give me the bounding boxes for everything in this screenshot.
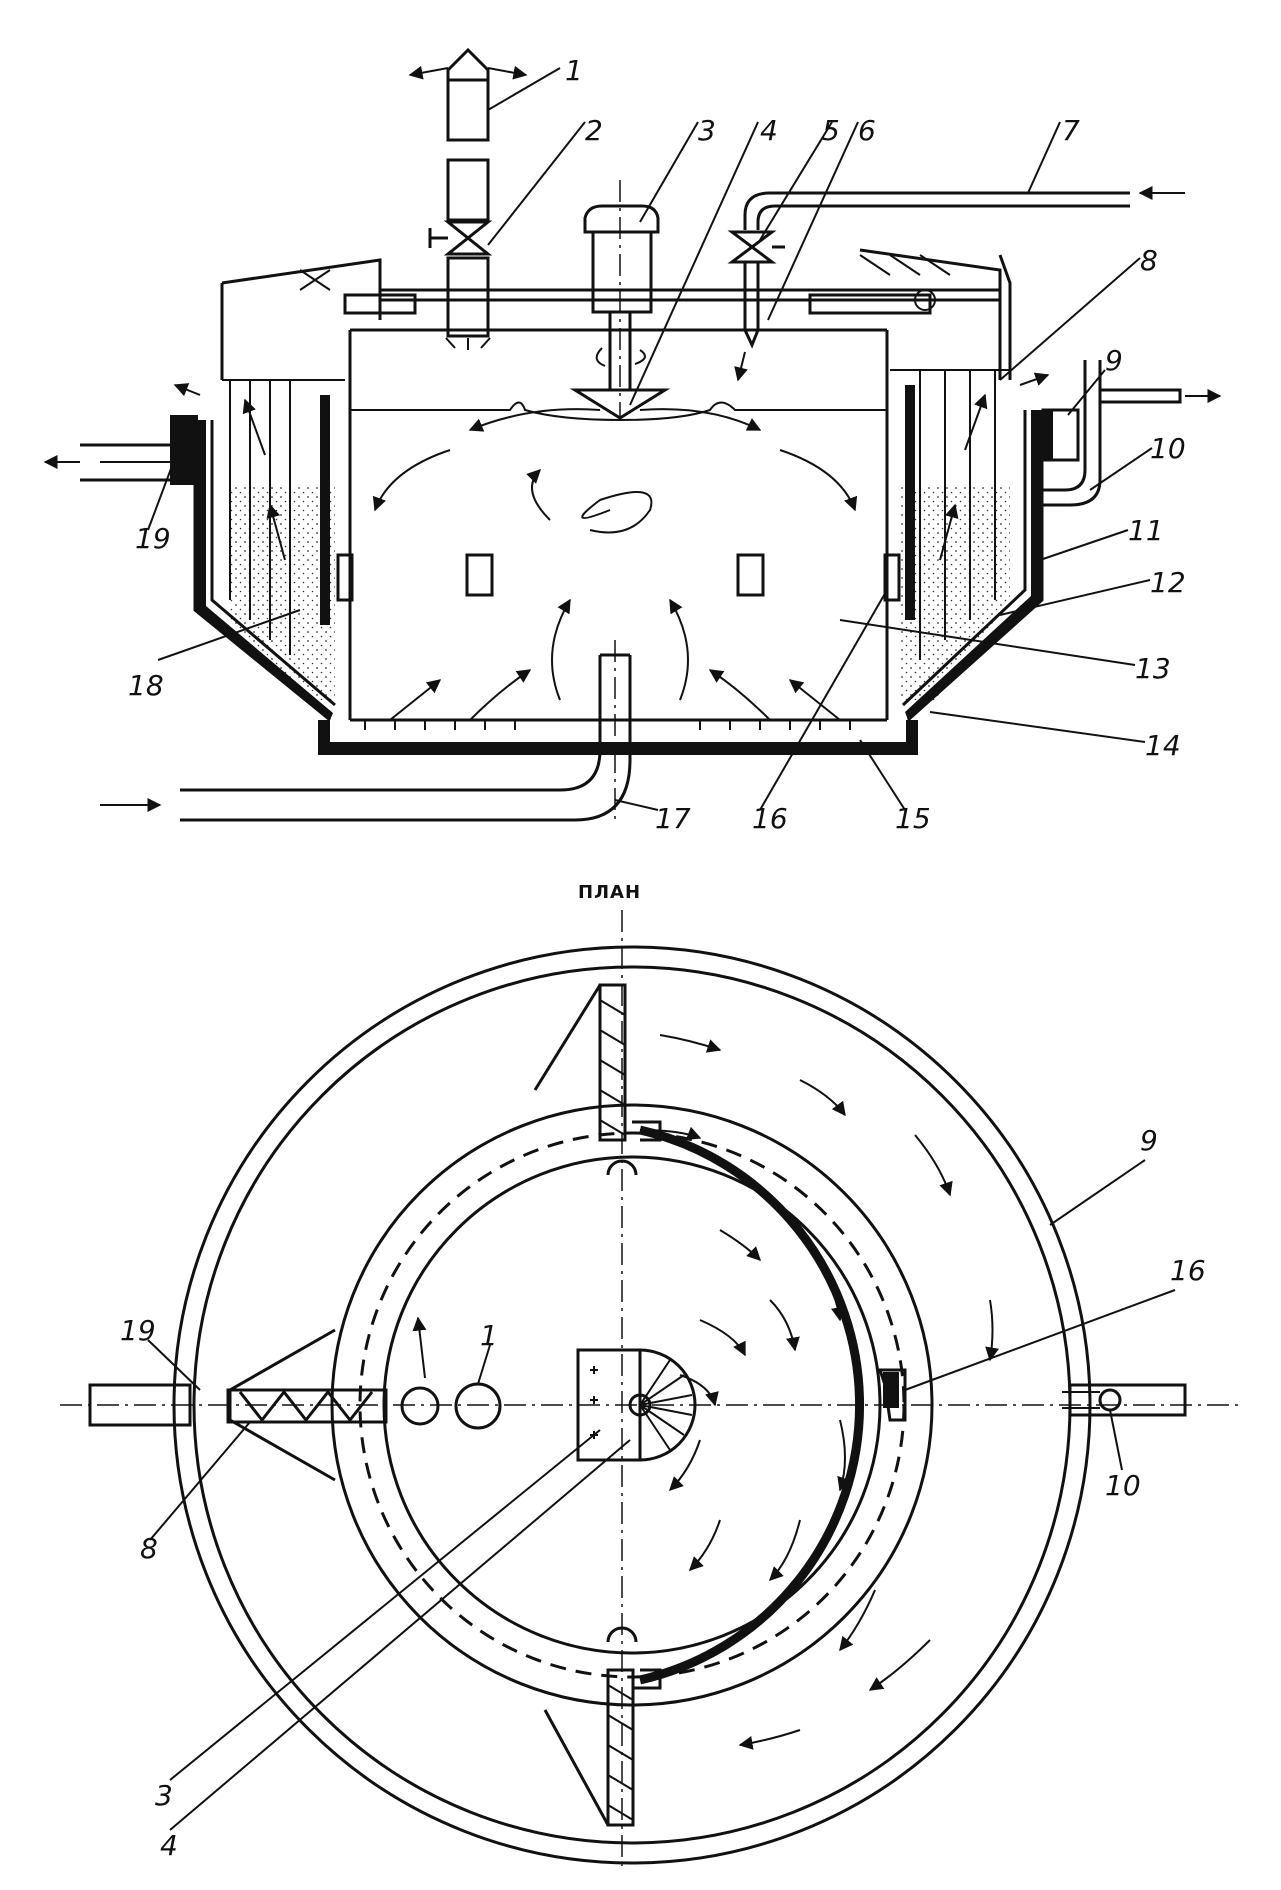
plan-label-16: 16: [1170, 1254, 1206, 1287]
foundation-slab: [318, 720, 918, 755]
plan-labels: 1 3 4 8 9 10 16 19: [120, 1124, 1206, 1862]
label-17: 17: [655, 802, 691, 835]
supply-pipe-top: [727, 186, 1185, 382]
label-6: 6: [858, 114, 876, 147]
plan-view: ПЛАН: [60, 882, 1240, 1870]
right-settling-zone: [883, 369, 1044, 722]
plan-label-3: 3: [155, 1779, 173, 1812]
left-settling-zone: [193, 379, 354, 722]
plan-title: ПЛАН: [578, 882, 641, 903]
label-10: 10: [1150, 432, 1186, 465]
plan-label-9: 9: [1140, 1124, 1158, 1157]
gate-valve: [428, 220, 493, 350]
bridge-top: [533, 984, 602, 1091]
label-18: 18: [128, 669, 164, 702]
section-view: 1 2 3 4 5 6 7 8 9 10 11 12 13 14 15 16 1…: [43, 47, 1222, 835]
plan-outer-ring: [172, 945, 1092, 1865]
outlet-pipe-right-plan: [1068, 1383, 1187, 1417]
exhaust-pipe: [408, 47, 528, 222]
scraper-conveyor: [226, 1388, 388, 1424]
plan-label-19: 19: [120, 1314, 156, 1347]
plan-label-10: 10: [1105, 1469, 1141, 1502]
plan-label-4: 4: [160, 1829, 178, 1862]
inlet-pipe-bottom: [100, 640, 632, 822]
distributor-head: [576, 1348, 697, 1462]
label-14: 14: [1145, 729, 1181, 762]
leader-lines-section: [147, 67, 1153, 811]
flow-arrows-plan: [639, 1034, 999, 1750]
label-9: 9: [1105, 344, 1123, 377]
label-1: 1: [565, 54, 583, 87]
baffle-bottom: [606, 1668, 635, 1827]
section-labels: 1 2 3 4 5 6 7 8 9 10 11 12 13 14 15 16 1…: [128, 54, 1186, 835]
label-5: 5: [822, 114, 840, 147]
label-19: 19: [135, 522, 171, 555]
roof-frame: [220, 248, 1012, 380]
label-7: 7: [1062, 114, 1080, 147]
plan-label-1: 1: [480, 1319, 498, 1352]
flow-arrows-section: [173, 372, 1050, 721]
exhaust-pipe-plan: [454, 1382, 502, 1430]
outlet-pipe-right: [1041, 360, 1222, 507]
motor: [569, 180, 671, 420]
plan-chamber-ring: [382, 1155, 882, 1655]
bridge-left: [228, 1328, 336, 1482]
reaction-chamber: [348, 328, 889, 730]
label-16: 16: [752, 802, 788, 835]
label-8: 8: [1140, 244, 1158, 277]
label-3: 3: [698, 114, 716, 147]
label-15: 15: [895, 802, 931, 835]
label-13: 13: [1135, 652, 1171, 685]
label-4: 4: [760, 114, 778, 147]
baffle-top: [598, 983, 627, 1142]
outlet-pipe-left-plan: [88, 1383, 192, 1427]
plan-label-8: 8: [140, 1532, 158, 1565]
leader-lines-plan: [147, 1159, 1176, 1831]
label-11: 11: [1128, 514, 1164, 547]
label-2: 2: [585, 114, 603, 147]
label-12: 12: [1150, 566, 1186, 599]
outlet-pipe-left: [43, 415, 198, 485]
bridge-bottom: [543, 1709, 610, 1826]
